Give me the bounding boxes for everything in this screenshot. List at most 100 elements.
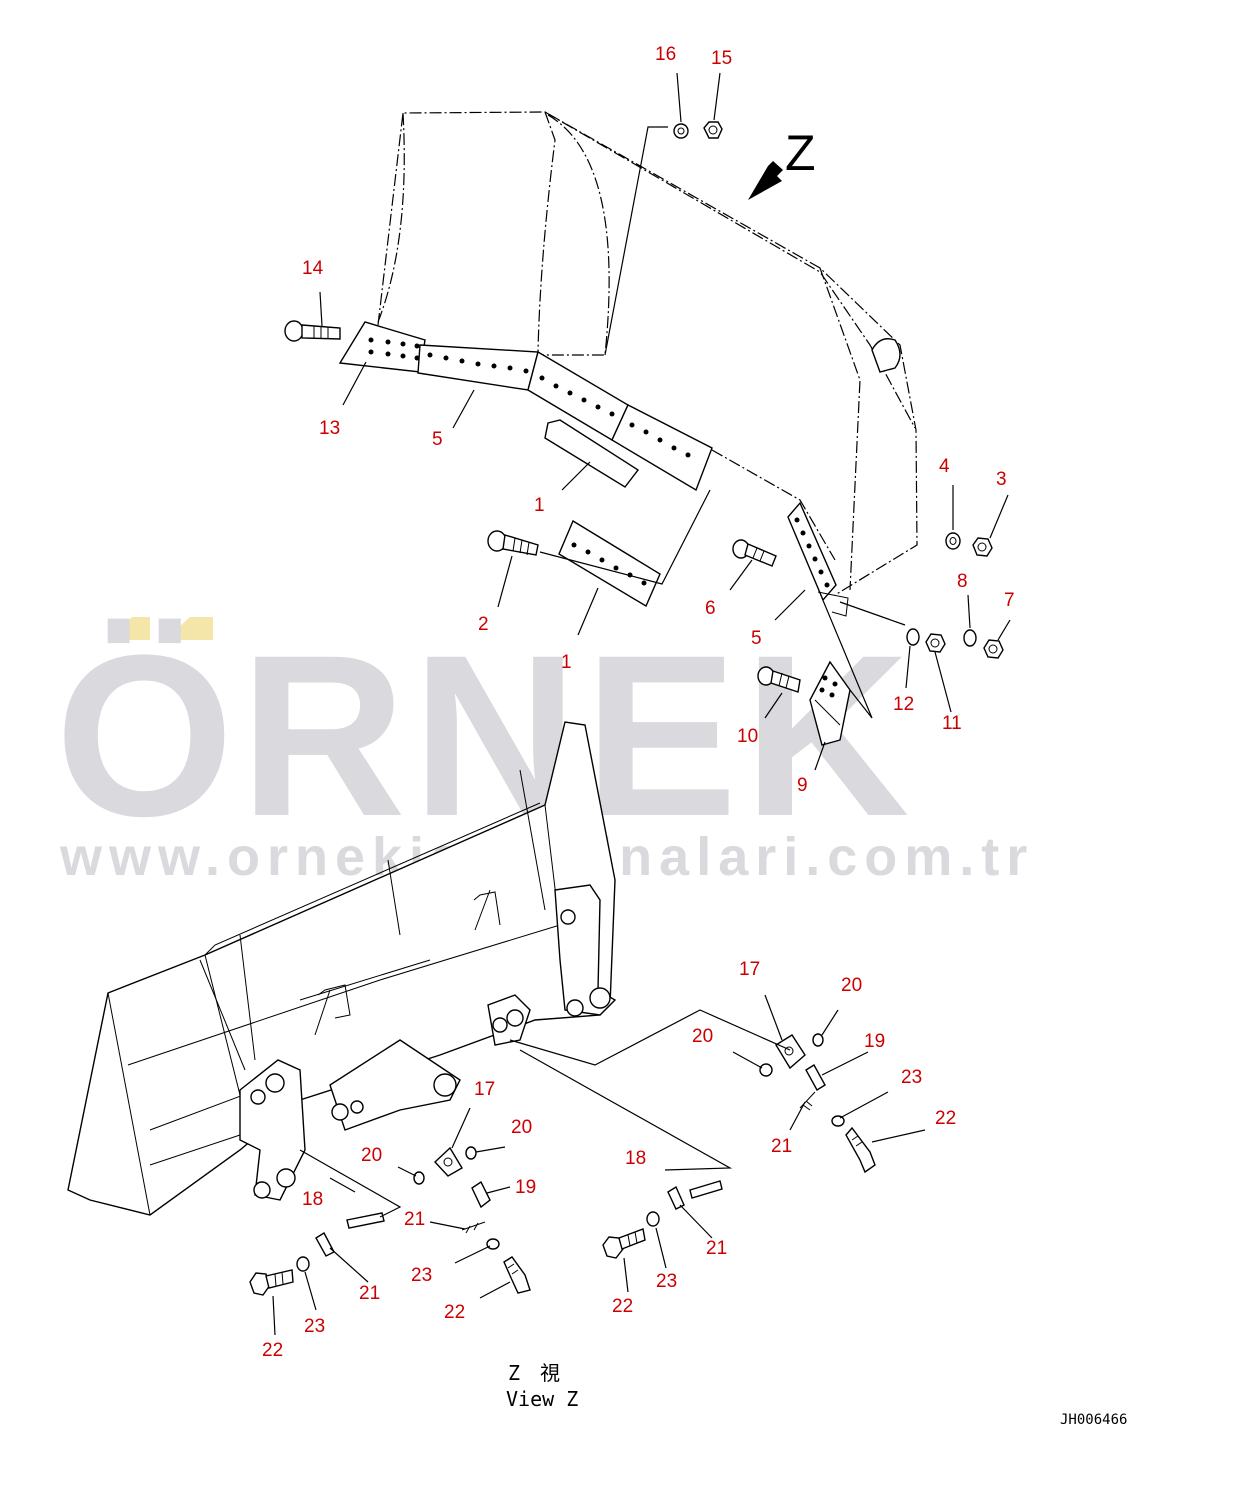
callouts: 16 15 14 13 5 1 2 1 4 3 8 7 6 5 12 11 10… (262, 44, 1015, 1361)
edge-segment-lower-1 (527, 350, 629, 442)
view-label-en: View Z (506, 1387, 578, 1411)
watermark-brand: ÖRNEK (55, 607, 916, 864)
hinge-bracket-center (329, 1039, 461, 1131)
pin-part-19-right (805, 1064, 826, 1091)
bolt-part-22-center (503, 1256, 531, 1294)
callout-22-mid: 22 (612, 1296, 633, 1317)
callout-7: 7 (1004, 590, 1015, 611)
watermark-accent-right (165, 617, 213, 640)
watermark: ÖRNEK www.ornekismakinalari.com.tr (55, 607, 1027, 887)
pin-part-18-left (346, 1212, 385, 1229)
bolt-part-22-mid (602, 1228, 646, 1259)
callout-21-right: 21 (771, 1136, 792, 1157)
washer-part-8 (963, 629, 977, 647)
callout-22-center: 22 (444, 1302, 465, 1323)
callout-18-left: 18 (302, 1189, 323, 1210)
nut-part-15 (703, 121, 723, 139)
callout-20-center-b: 20 (361, 1145, 382, 1166)
lower-leader-lines (272, 994, 926, 1336)
washer-part-12 (906, 628, 920, 646)
washer-part-23-right (831, 1115, 845, 1127)
callout-19-right: 19 (864, 1031, 885, 1052)
callout-23-left: 23 (304, 1316, 325, 1337)
view-z-arrow: Z (748, 125, 816, 200)
bucket-edge-line (544, 111, 916, 429)
bolt-part-14 (284, 320, 341, 342)
callout-18-mid: 18 (625, 1148, 646, 1169)
pin-part-18-mid (689, 1180, 723, 1199)
callout-16: 16 (655, 44, 676, 65)
callout-10: 10 (737, 726, 758, 747)
bolt-part-2 (487, 530, 539, 556)
retainer-part-21-mid (667, 1185, 685, 1210)
callout-1-lower: 1 (561, 652, 572, 673)
callout-8: 8 (957, 571, 968, 592)
view-arrow-icon (748, 161, 783, 200)
callout-22-right: 22 (935, 1108, 956, 1129)
callout-20-right-b: 20 (692, 1026, 713, 1047)
bucket-inner-lines (127, 769, 561, 1166)
callout-19-center: 19 (515, 1177, 536, 1198)
strip-holes (368, 337, 691, 458)
corner-plate-part-9 (809, 660, 851, 746)
callout-15: 15 (711, 48, 732, 69)
pin-part-20-center-b (413, 1171, 425, 1185)
callout-14: 14 (302, 258, 324, 279)
upper-assembly: Z (284, 72, 1011, 771)
callout-3: 3 (996, 469, 1007, 490)
upper-leader-lines (319, 72, 1011, 771)
spring-pin-part-21-center (461, 1221, 486, 1234)
pin-part-20-center-a (465, 1146, 477, 1160)
callout-4: 4 (939, 456, 950, 477)
bucket-back-panel (107, 802, 561, 1216)
watermark-accent-left (110, 617, 150, 640)
link-part-17-center (434, 1146, 463, 1177)
nut-part-11 (925, 633, 946, 653)
callout-21-left: 21 (359, 1283, 380, 1304)
callout-17-center: 17 (474, 1079, 495, 1100)
callout-21-mid: 21 (706, 1238, 727, 1259)
side-plate-part-5 (787, 501, 849, 617)
callout-20-right-a: 20 (841, 975, 862, 996)
hinge-bracket-mid (487, 994, 531, 1046)
pin-part-20-right-b (759, 1063, 773, 1077)
edge-segment-5-upper (417, 344, 539, 391)
link-part-17-right (775, 1034, 806, 1070)
bolt-part-22-right (845, 1126, 876, 1174)
callout-20-center-a: 20 (511, 1117, 532, 1138)
bolt-part-6 (732, 539, 777, 567)
callout-5-upper: 5 (432, 429, 443, 450)
callout-6: 6 (705, 598, 716, 619)
callout-21-center: 21 (404, 1209, 425, 1230)
callout-13: 13 (319, 418, 340, 439)
callout-23-right: 23 (901, 1067, 922, 1088)
drawing-code: JH006466 (1060, 1412, 1127, 1428)
plate-part-1 (558, 519, 661, 608)
washer-part-16 (673, 123, 689, 139)
captions: Z 視 View Z JH006466 (506, 1361, 1127, 1428)
bucket-ribs (314, 889, 501, 1036)
view-arrow-letter: Z (785, 125, 816, 181)
callout-17-right: 17 (739, 959, 760, 980)
pin-part-19-center (471, 1180, 491, 1209)
nut-part-3 (972, 537, 993, 557)
callout-11: 11 (942, 713, 962, 734)
retainer-part-21-left (315, 1232, 335, 1257)
view-label-jp: Z 視 (508, 1361, 560, 1385)
edge-continuation (711, 449, 836, 561)
edge-segment-lower-2 (611, 404, 713, 492)
bolt-part-10 (757, 666, 801, 693)
wear-plate-1 (544, 419, 640, 488)
callout-9: 9 (797, 775, 808, 796)
washer-part-23-center (486, 1238, 500, 1250)
washer-part-23-mid (646, 1211, 660, 1227)
callout-23-center: 23 (411, 1265, 432, 1286)
edge-segment-13 (338, 321, 426, 373)
side-boss (871, 338, 901, 373)
callout-12: 12 (893, 694, 914, 715)
callout-5-lower: 5 (751, 628, 762, 649)
hinge-bracket-left (239, 1059, 306, 1201)
bolt-part-22-left (249, 1269, 294, 1296)
spring-pin-part-21-right (799, 1091, 816, 1111)
